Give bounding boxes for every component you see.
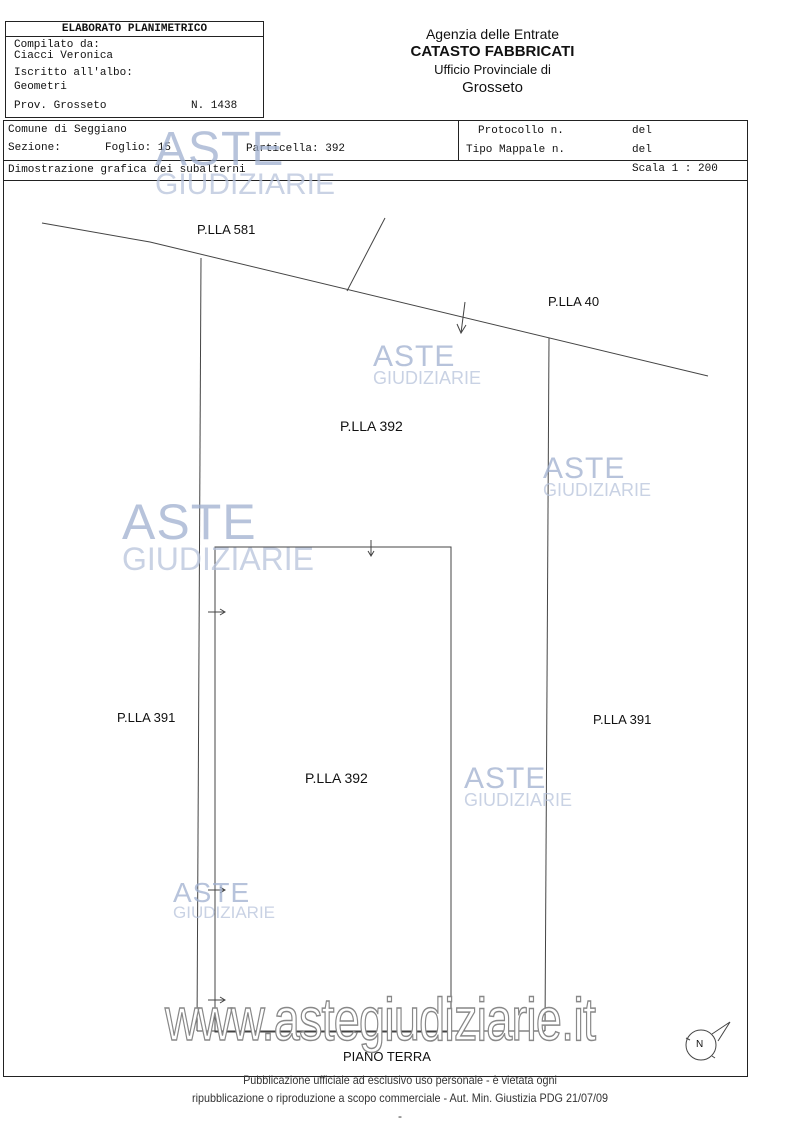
catasto: CATASTO FABBRICATI [410, 43, 575, 60]
footer-line: - [398, 1109, 402, 1123]
scale: Scala 1 : 200 [632, 163, 718, 175]
north-compass-icon [685, 1021, 731, 1061]
boundary-line [346, 217, 386, 292]
tipo-mappale: Tipo Mappale n. [466, 144, 566, 156]
comune: Comune di Seggiano [8, 124, 127, 136]
parcel-label: P.LLA 581 [197, 222, 256, 237]
compiled-label: Compilato da: [14, 39, 100, 51]
divider [5, 36, 264, 37]
protocollo: Protocollo n. [478, 125, 564, 137]
footer: Pubblicazione ufficiale ad esclusivo uso… [0, 1071, 800, 1125]
north-label: N [696, 1039, 704, 1050]
particella: Particella: 392 [246, 143, 346, 155]
tipo-mappale-del: del [632, 144, 652, 156]
footer-line: Pubblicazione ufficiale ad esclusivo uso… [243, 1073, 557, 1087]
arrow-icon [367, 540, 375, 557]
arrow-icon [456, 301, 467, 335]
right-boundary [544, 337, 550, 1032]
albo-label: Iscritto all'albo: [14, 67, 133, 79]
albo-value: Geometri [14, 81, 67, 93]
parcel-label: P.LLA 40 [548, 294, 600, 309]
floor-label: PIANO TERRA [343, 1049, 431, 1064]
arrow-icon [208, 608, 226, 616]
parcel-label: P.LLA 391 [117, 710, 176, 725]
registration-number: N. 1438 [191, 100, 238, 112]
agency: Agenzia delle Entrate [425, 26, 560, 42]
author-box [5, 21, 264, 118]
building-outline [214, 546, 452, 1033]
divider [3, 180, 748, 181]
watermark-url: www.astegiudiziarie.it [164, 985, 596, 1054]
parcel-label: P.LLA 392 [340, 418, 403, 434]
compiled-name: Ciacci Veronica [14, 50, 114, 62]
arrow-icon [208, 996, 226, 1004]
province: Prov. Grosseto [14, 100, 107, 112]
office: Ufficio Provinciale di [434, 62, 551, 77]
arrow-icon [208, 886, 226, 894]
parcel-label: P.LLA 391 [593, 712, 652, 727]
parcel-label: P.LLA 392 [305, 770, 368, 786]
divider [3, 160, 748, 161]
divider [458, 120, 459, 160]
left-boundary [196, 257, 202, 1032]
agency-header: Agenzia delle Entrate CATASTO FABBRICATI… [380, 25, 605, 97]
protocollo-del: del [632, 125, 652, 137]
info-box [3, 120, 748, 1077]
dimostrazione: Dimostrazione grafica dei subalterni [8, 164, 246, 176]
footer-line: ripubblicazione o riproduzione a scopo c… [191, 1091, 608, 1105]
sezione: Sezione: [8, 142, 61, 154]
foglio: Foglio: 15 [105, 142, 172, 154]
doc-title: ELABORATO PLANIMETRICO [61, 23, 208, 35]
road-boundary [41, 222, 709, 377]
city: Grosseto [462, 79, 523, 96]
